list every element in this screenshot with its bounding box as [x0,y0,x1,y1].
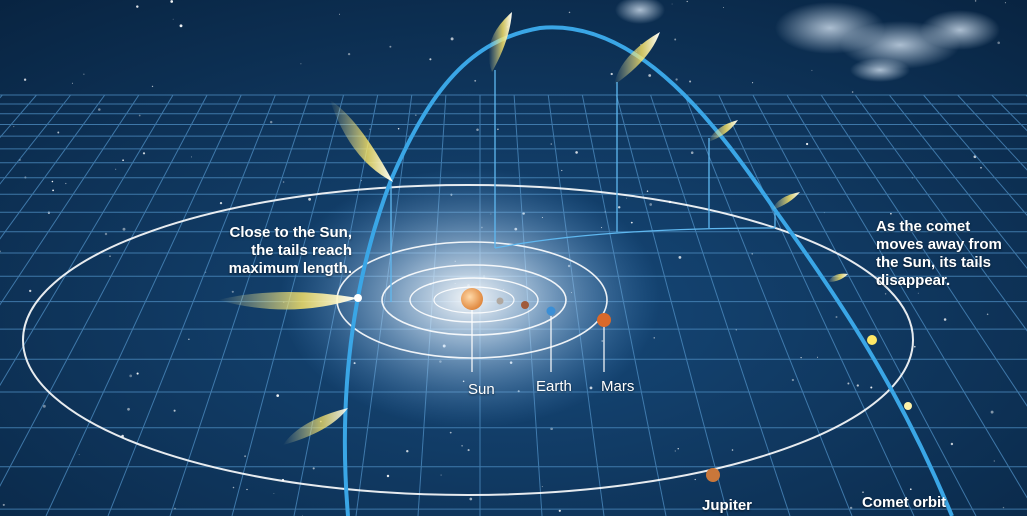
clouds [615,0,1000,82]
comet-tails [218,12,912,445]
away-from-sun-caption: As the comet moves away from the Sun, it… [876,218,1026,290]
earth-orbit [381,264,567,336]
away-caption-line-3: the Sun, its tails [876,254,992,271]
earth-icon [546,306,556,316]
comet-head-far-1 [867,335,877,345]
mercury-orbit [433,286,515,314]
comet-tail-4 [488,12,512,72]
near-sun-caption: Close to the Sun, the tails reach maximu… [190,224,352,278]
comet-head-near [354,294,362,302]
jupiter-orbit [22,184,914,496]
comet-tail-7 [772,192,800,210]
comet-head-far-2 [904,402,912,410]
near-sun-caption-line-2: the tails reach [251,242,352,259]
near-sun-caption-line-3: maximum length. [228,260,352,277]
away-caption-line-2: moves away from [876,236,1002,253]
mars-icon [597,313,611,327]
comet-tail-6 [708,120,738,142]
jupiter-icon [706,468,720,482]
comet-tail-3 [330,100,393,182]
sun-icon [461,288,483,310]
mercury-icon [496,297,504,305]
comet-tail-1 [283,408,348,445]
comet-tail-2 [218,291,358,310]
away-caption-line-1: As the comet [876,218,971,235]
venus-icon [521,301,529,309]
comet-tail-8 [828,273,848,282]
venus-orbit [409,277,539,323]
away-caption-line-4: disappear. [876,272,951,289]
mars-label: Mars [601,378,635,395]
sun-label: Sun [468,381,495,398]
near-sun-caption-line-1: Close to the Sun, [229,224,352,241]
jupiter-label: Jupiter [702,497,753,514]
comet-tail-5 [614,32,660,85]
comet-orbit-label: Comet orbit [862,494,947,511]
comet-orbit-path [342,25,954,516]
planet-label-lines [471,310,605,372]
earth-label: Earth [536,378,572,395]
projection-lines [390,70,776,302]
